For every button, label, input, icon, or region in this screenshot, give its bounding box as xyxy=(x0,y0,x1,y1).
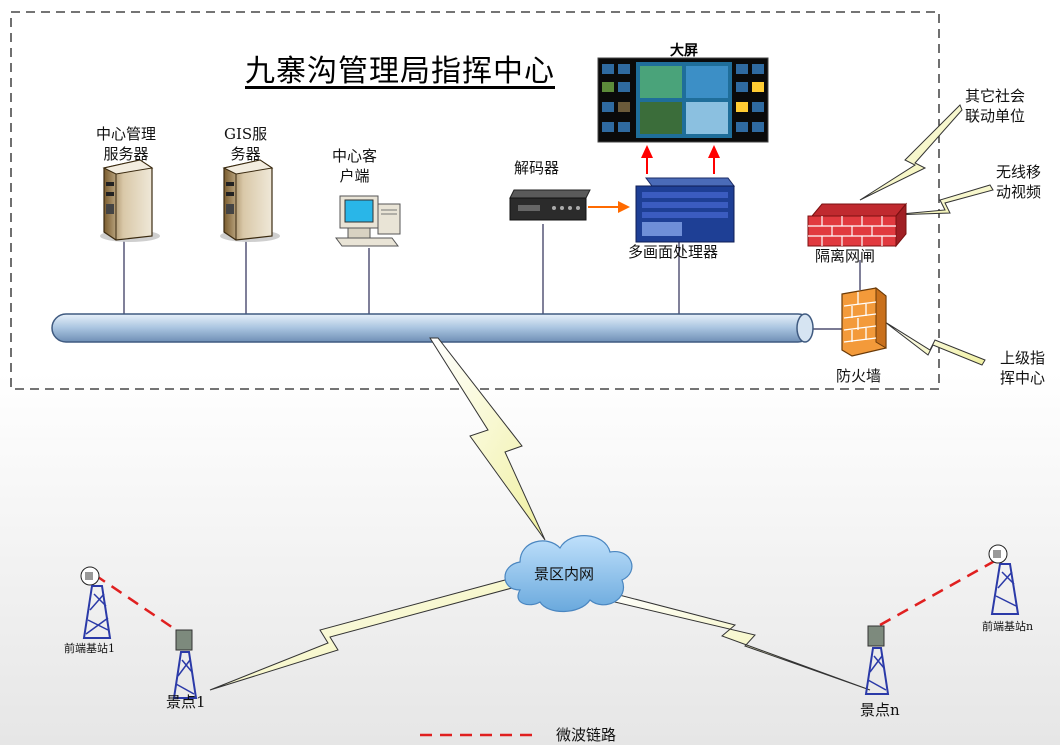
processor-label: 多画面处理器 xyxy=(628,243,719,261)
wireless-video-label: 无线移 动视频 xyxy=(996,163,1042,201)
cloud-icon xyxy=(504,535,633,613)
gis-server-label: GIS服 务器 xyxy=(224,125,268,163)
microwave-links xyxy=(94,556,1001,737)
center-client-label: 中心客 户端 xyxy=(332,147,378,185)
firewall-label: 防火墙 xyxy=(836,367,882,385)
bolt-bus-to-cloud xyxy=(429,337,546,541)
wireless-links xyxy=(209,104,994,691)
gis-server-icon xyxy=(220,159,280,242)
bolt-cloud-to-spotn xyxy=(597,589,871,691)
big-screen-wall-icon xyxy=(597,57,769,143)
firewall-icon xyxy=(841,286,887,357)
bolt-gate-to-other xyxy=(859,104,963,201)
processor-to-screen-arrows xyxy=(641,145,720,174)
base-n-label: 前端基站n xyxy=(982,620,1034,633)
decoder-label: 解码器 xyxy=(514,159,560,177)
bolt-gate-to-wireless xyxy=(889,184,994,216)
backbone-bus xyxy=(51,313,814,343)
bolt-cloud-to-spot1 xyxy=(209,579,513,691)
tower-base-n xyxy=(988,544,1020,615)
center-server-label: 中心管理 服务器 xyxy=(96,125,157,163)
center-server-icon xyxy=(100,159,160,242)
isolation-gate-label: 隔离网闸 xyxy=(815,247,876,265)
decoder-icon xyxy=(509,189,591,221)
spot-n-label: 景点n xyxy=(860,701,900,719)
isolation-gate-icon xyxy=(807,202,908,248)
spot-1-label: 景点1 xyxy=(166,693,206,711)
processor-icon xyxy=(635,177,735,243)
command-center-boundary xyxy=(10,11,940,390)
device-links xyxy=(123,224,861,330)
big-screen-label: 大屏 xyxy=(670,43,698,59)
tower-spot-n xyxy=(864,625,890,695)
base-1-label: 前端基站1 xyxy=(64,642,115,655)
client-pc-icon xyxy=(335,195,401,247)
bolt-firewall-to-upper xyxy=(884,321,986,366)
decoder-to-processor-arrow xyxy=(588,201,630,213)
scenic-net-label: 景区内网 xyxy=(534,565,595,583)
diagram-title: 九寨沟管理局指挥中心 xyxy=(245,54,555,89)
tower-base-1 xyxy=(80,566,112,639)
upper-center-label: 上级指 挥中心 xyxy=(1000,349,1046,387)
other-units-label: 其它社会 联动单位 xyxy=(965,87,1026,125)
legend-microwave-label: 微波链路 xyxy=(556,726,617,744)
tower-spot-1 xyxy=(172,629,198,699)
